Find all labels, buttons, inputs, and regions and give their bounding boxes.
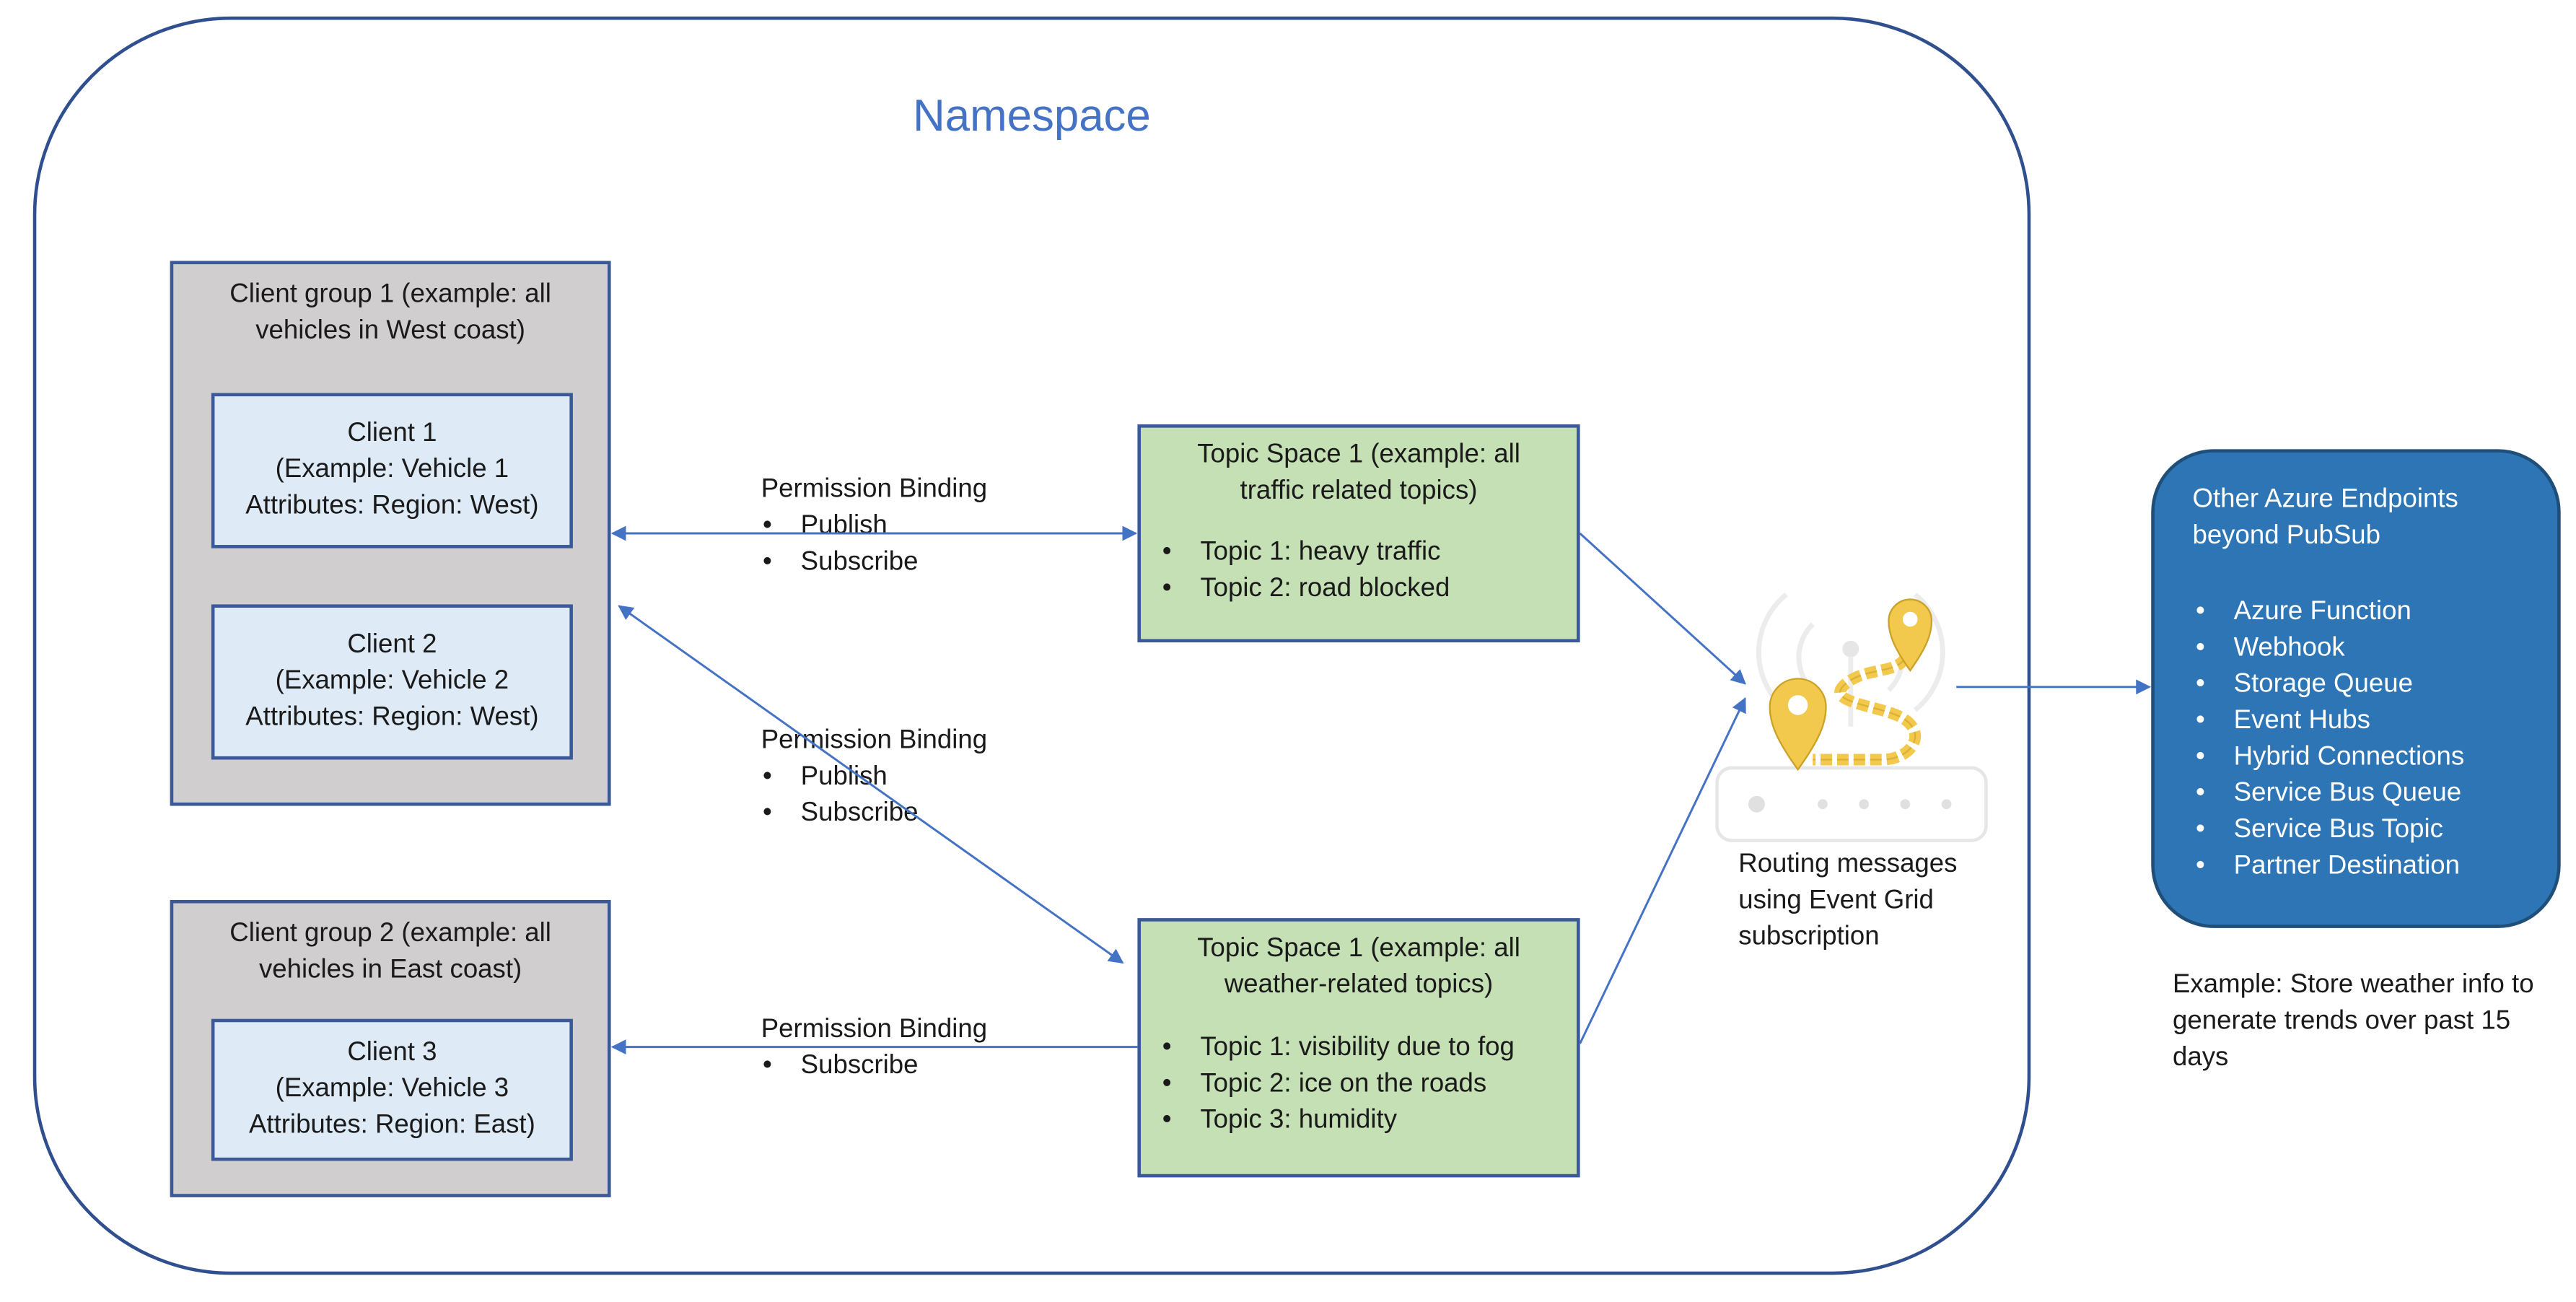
endpoint-item: Hybrid Connections <box>2194 740 2464 776</box>
client-group-1: Client group 1 (example: all vehicles in… <box>170 261 611 806</box>
client-3-example: (Example: Vehicle 3 <box>275 1075 509 1104</box>
example-note: Example: Store weather info to generate … <box>2173 971 2534 1072</box>
permission-binding-1-item: Subscribe <box>761 545 987 581</box>
client-2-example: (Example: Vehicle 2 <box>275 667 509 696</box>
topic-space-weather: Topic Space 1 (example: all weather-rela… <box>1137 918 1580 1178</box>
endpoint-item: Webhook <box>2194 631 2464 667</box>
event-grid-routing-icon <box>1715 593 1988 842</box>
permission-binding-1-title: Permission Binding <box>761 475 988 504</box>
topic-space-traffic: Topic Space 1 (example: all traffic rela… <box>1137 424 1580 643</box>
client-group-1-title: Client group 1 (example: all vehicles in… <box>229 280 551 346</box>
client-group-2-title: Client group 2 (example: all vehicles in… <box>229 919 551 984</box>
endpoint-item: Service Bus Queue <box>2194 776 2464 812</box>
topic-space-weather-title: Topic Space 1 (example: all weather-rela… <box>1197 935 1520 1000</box>
topic-item: Topic 1: heavy traffic <box>1160 535 1450 571</box>
client-2-box: Client 2 (Example: Vehicle 2 Attributes:… <box>211 604 573 760</box>
client-1-attributes: Attributes: Region: West) <box>245 491 539 520</box>
permission-binding-3: Permission Binding Subscribe <box>761 1013 987 1085</box>
endpoint-item: Event Hubs <box>2194 704 2464 740</box>
client-1-box: Client 1 (Example: Vehicle 1 Attributes:… <box>211 393 573 549</box>
connector-traffic-routing <box>1579 532 1746 685</box>
client-2-attributes: Attributes: Region: West) <box>245 703 539 732</box>
client-3-name: Client 3 <box>347 1039 437 1067</box>
routing-label: Routing messages using Event Grid subscr… <box>1738 850 1958 951</box>
client-1-name: Client 1 <box>347 419 437 448</box>
topic-space-traffic-title: Topic Space 1 (example: all traffic rela… <box>1197 440 1520 506</box>
topic-item: Topic 2: road blocked <box>1160 572 1450 608</box>
endpoint-item: Azure Function <box>2194 595 2464 631</box>
endpoint-item: Storage Queue <box>2194 667 2464 703</box>
azure-endpoints-box: Other Azure Endpoints beyond PubSub Azur… <box>2151 449 2561 928</box>
client-3-box: Client 3 (Example: Vehicle 3 Attributes:… <box>211 1018 573 1161</box>
azure-endpoints-title: Other Azure Endpoints beyond PubSub <box>2192 485 2458 550</box>
topic-item: Topic 1: visibility due to fog <box>1160 1031 1515 1067</box>
permission-binding-3-title: Permission Binding <box>761 1015 988 1044</box>
permission-binding-3-item: Subscribe <box>761 1049 987 1085</box>
endpoint-item: Service Bus Topic <box>2194 813 2464 849</box>
connector-group1-weather <box>618 605 1124 964</box>
connector-weather-routing <box>1579 696 1746 1044</box>
client-2-name: Client 2 <box>347 631 437 659</box>
client-3-attributes: Attributes: Region: East) <box>248 1111 535 1140</box>
client-1-example: (Example: Vehicle 1 <box>275 455 509 484</box>
client-group-2: Client group 2 (example: all vehicles in… <box>170 899 611 1197</box>
namespace-title: Namespace <box>913 90 1151 141</box>
endpoint-item: Partner Destination <box>2194 849 2464 885</box>
topic-item: Topic 3: humidity <box>1160 1103 1514 1139</box>
topic-item: Topic 2: ice on the roads <box>1160 1067 1514 1103</box>
